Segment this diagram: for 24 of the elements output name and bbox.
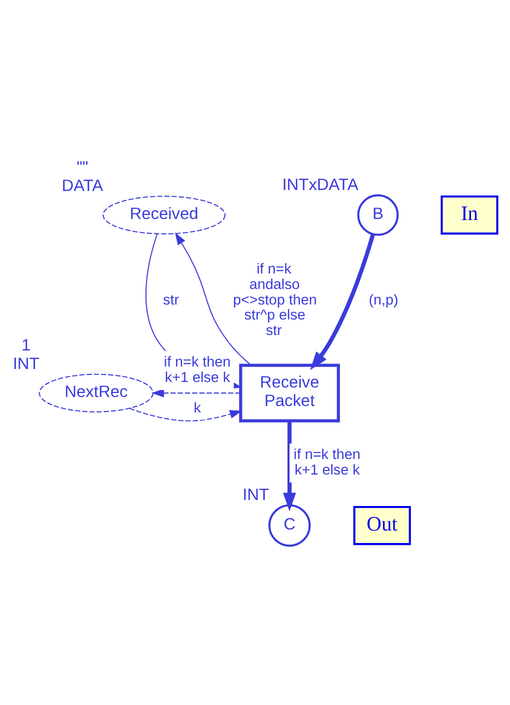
edge-label: if n=k then k+1 else k (164, 354, 231, 386)
edge-label: k (194, 400, 201, 416)
arrow (283, 421, 296, 512)
node-label: INTxDATA (282, 176, 358, 194)
node-circle: B (357, 194, 399, 236)
edge-label: if n=k then k+1 else k (294, 447, 360, 479)
node-box: In (440, 196, 498, 235)
node-box: Receive Packet (239, 364, 340, 422)
node-ellipse: Received (102, 196, 226, 234)
arrow (129, 408, 242, 422)
arrow (152, 388, 240, 398)
node-circle: C (268, 504, 311, 547)
node-label: INT (12, 354, 40, 373)
arrow (310, 234, 376, 370)
node-label: "" (76, 158, 88, 176)
edge-label: (n,p) (368, 292, 398, 308)
node-label: 1 (22, 336, 31, 354)
edge-label: if n=k andalso p<>stop then str^p else str (232, 261, 317, 340)
node-ellipse: NextRec (38, 374, 154, 412)
arrow (175, 232, 252, 366)
node-label: DATA (62, 176, 104, 195)
node-box: Out (353, 506, 411, 546)
edge-label: str (163, 292, 179, 308)
node-label: INT (242, 486, 270, 504)
